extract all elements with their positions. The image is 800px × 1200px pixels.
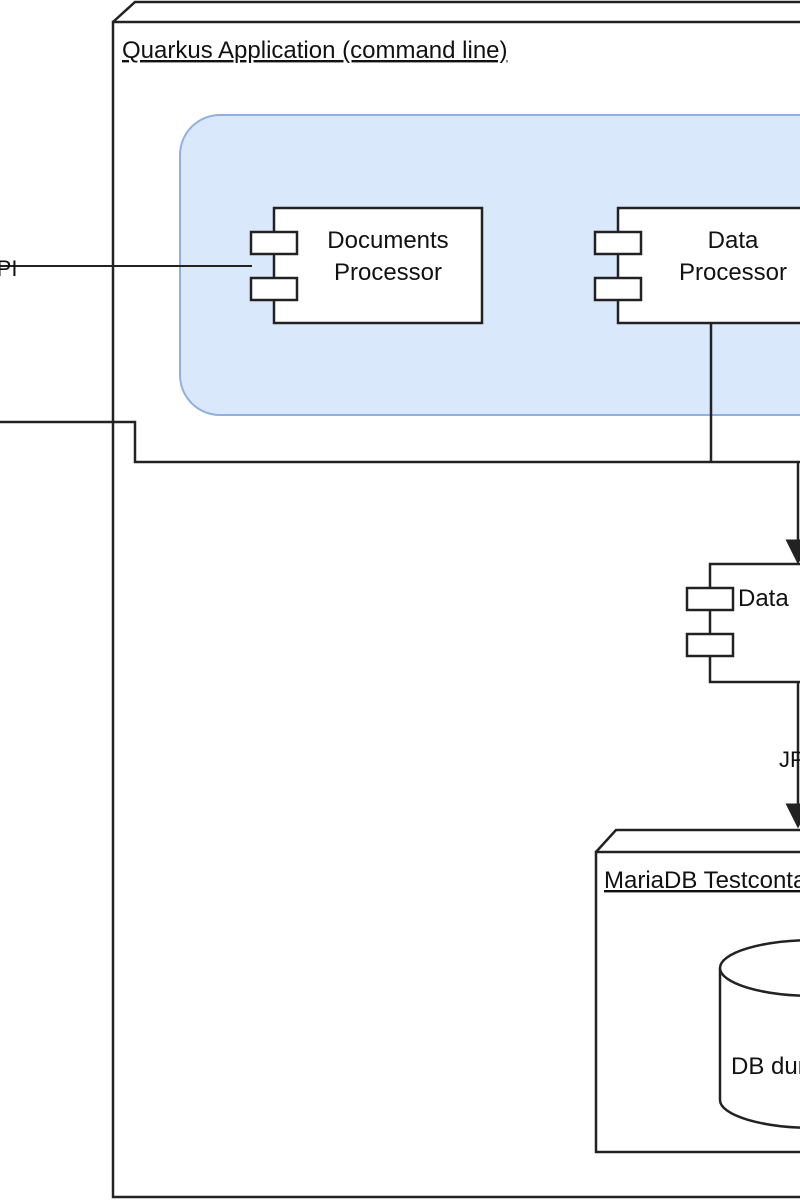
data-component-label: Data [738,585,789,612]
external-link-line [0,420,800,464]
component-port-icon [593,276,643,302]
jpa-edge-label: JPA [779,747,800,772]
api-connector: API [0,256,252,281]
component-port-icon [685,632,735,658]
api-label: API [0,256,17,281]
mariadb-testcontainer-title: MariaDB Testcontainer [604,867,800,894]
data-processor-component[interactable]: Data Processor [593,206,800,325]
component-port-icon [593,230,643,256]
db-dump-label: DB dump [731,1053,800,1080]
documents-processor-label-line2: Processor [334,259,442,286]
component-port-icon [249,230,299,256]
data-processor-label-line2: Processor [679,259,787,286]
documents-processor-label-line1: Documents [327,227,448,254]
jpa-edge: JPA [779,682,800,829]
component-port-icon [685,586,735,612]
quarkus-application-node[interactable]: Quarkus Application (command line) [111,0,800,1199]
mariadb-testcontainer-node[interactable]: MariaDB Testcontainer [594,828,800,1154]
data-processor-label-line1: Data [708,227,759,254]
component-port-icon [249,276,299,302]
documents-processor-component[interactable]: Documents Processor [249,206,484,325]
db-dump-database-icon[interactable]: DB dump [718,939,800,1129]
quarkus-application-title: Quarkus Application (command line) [122,37,508,64]
data-component[interactable]: Data [685,562,800,684]
